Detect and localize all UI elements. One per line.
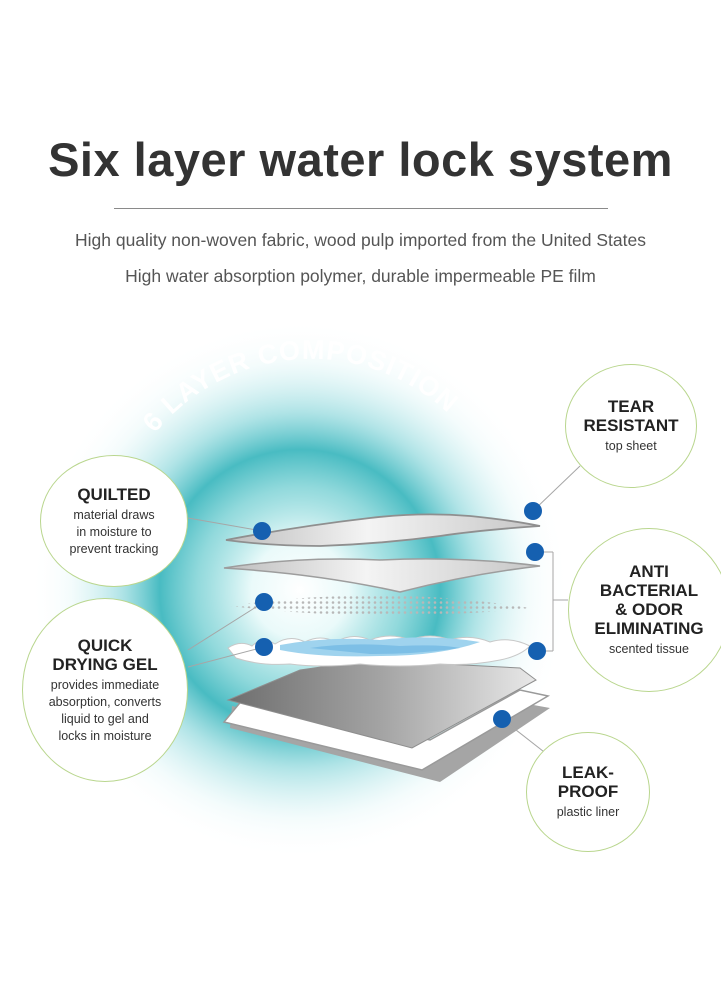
callout-quick-drying-gel: QUICK DRYING GEL provides immediate abso… xyxy=(22,598,188,782)
desc-line: in moisture to xyxy=(76,524,152,539)
heading-line: LEAK- xyxy=(562,763,614,782)
layer-quick-drying-gel xyxy=(227,635,531,667)
marker-anti-top xyxy=(526,543,544,561)
callout-leak-desc: plastic liner xyxy=(557,804,620,821)
marker-leak xyxy=(493,710,511,728)
callout-anti-bacterial: ANTI BACTERIAL & ODOR ELIMINATING scente… xyxy=(568,528,721,692)
callout-leak-heading: LEAK- PROOF xyxy=(558,763,618,801)
marker-tear xyxy=(524,502,542,520)
desc-line: plastic liner xyxy=(556,805,620,819)
marker-quilted xyxy=(253,522,271,540)
desc-line: top sheet xyxy=(605,439,657,453)
heading-line: BACTERIAL xyxy=(599,581,699,600)
heading-line: RESISTANT xyxy=(583,416,679,435)
callout-tear-desc: top sheet xyxy=(605,438,656,455)
desc-line: locks in moisture xyxy=(58,728,152,743)
desc-line: liquid to gel and xyxy=(61,711,149,726)
layer-anti-bacterial xyxy=(230,595,530,616)
page-title: Six layer water lock system xyxy=(48,133,673,186)
desc-line: prevent tracking xyxy=(69,541,159,556)
marker-gel xyxy=(255,638,273,656)
heading-line: QUILTED xyxy=(77,484,151,504)
layer-markers xyxy=(253,502,546,728)
heading-line: PROOF xyxy=(557,782,619,801)
layer-absorbent-core xyxy=(226,659,537,749)
callout-gel-heading: QUICK DRYING GEL xyxy=(52,636,157,674)
heading-line: QUICK xyxy=(77,635,133,655)
heading-line: & ODOR xyxy=(614,600,683,619)
callout-anti-heading: ANTI BACTERIAL & ODOR ELIMINATING xyxy=(594,562,703,638)
title-divider xyxy=(114,208,608,209)
callout-leak-proof: LEAK- PROOF plastic liner xyxy=(526,732,650,852)
callout-quilted-heading: QUILTED xyxy=(77,485,150,504)
callout-quilted: QUILTED material draws in moisture to pr… xyxy=(40,455,188,587)
layer-tissue-sheet xyxy=(223,558,541,593)
callout-tear-resistant: TEAR RESISTANT top sheet xyxy=(565,364,697,488)
desc-line: absorption, converts xyxy=(48,694,162,709)
marker-dotted xyxy=(255,593,273,611)
subtitle-line-1: High quality non-woven fabric, wood pulp… xyxy=(75,230,646,250)
callout-anti-desc: scented tissue xyxy=(609,641,689,658)
desc-line: material draws xyxy=(73,507,155,522)
callout-quilted-desc: material draws in moisture to prevent tr… xyxy=(70,507,159,558)
marker-anti-bottom xyxy=(528,642,546,660)
callout-gel-desc: provides immediate absorption, converts … xyxy=(49,677,162,745)
connector-lines xyxy=(187,465,581,756)
heading-line: TEAR xyxy=(607,397,655,416)
desc-line: scented tissue xyxy=(609,642,689,656)
layer-quilted-top xyxy=(225,513,541,547)
subtitle-line-2: High water absorption polymer, durable i… xyxy=(125,266,596,286)
heading-line: ANTI xyxy=(629,562,669,581)
desc-line: provides immediate xyxy=(50,677,160,692)
heading-line: DRYING GEL xyxy=(52,654,158,674)
heading-line: ELIMINATING xyxy=(594,619,704,638)
callout-tear-heading: TEAR RESISTANT xyxy=(583,397,678,435)
